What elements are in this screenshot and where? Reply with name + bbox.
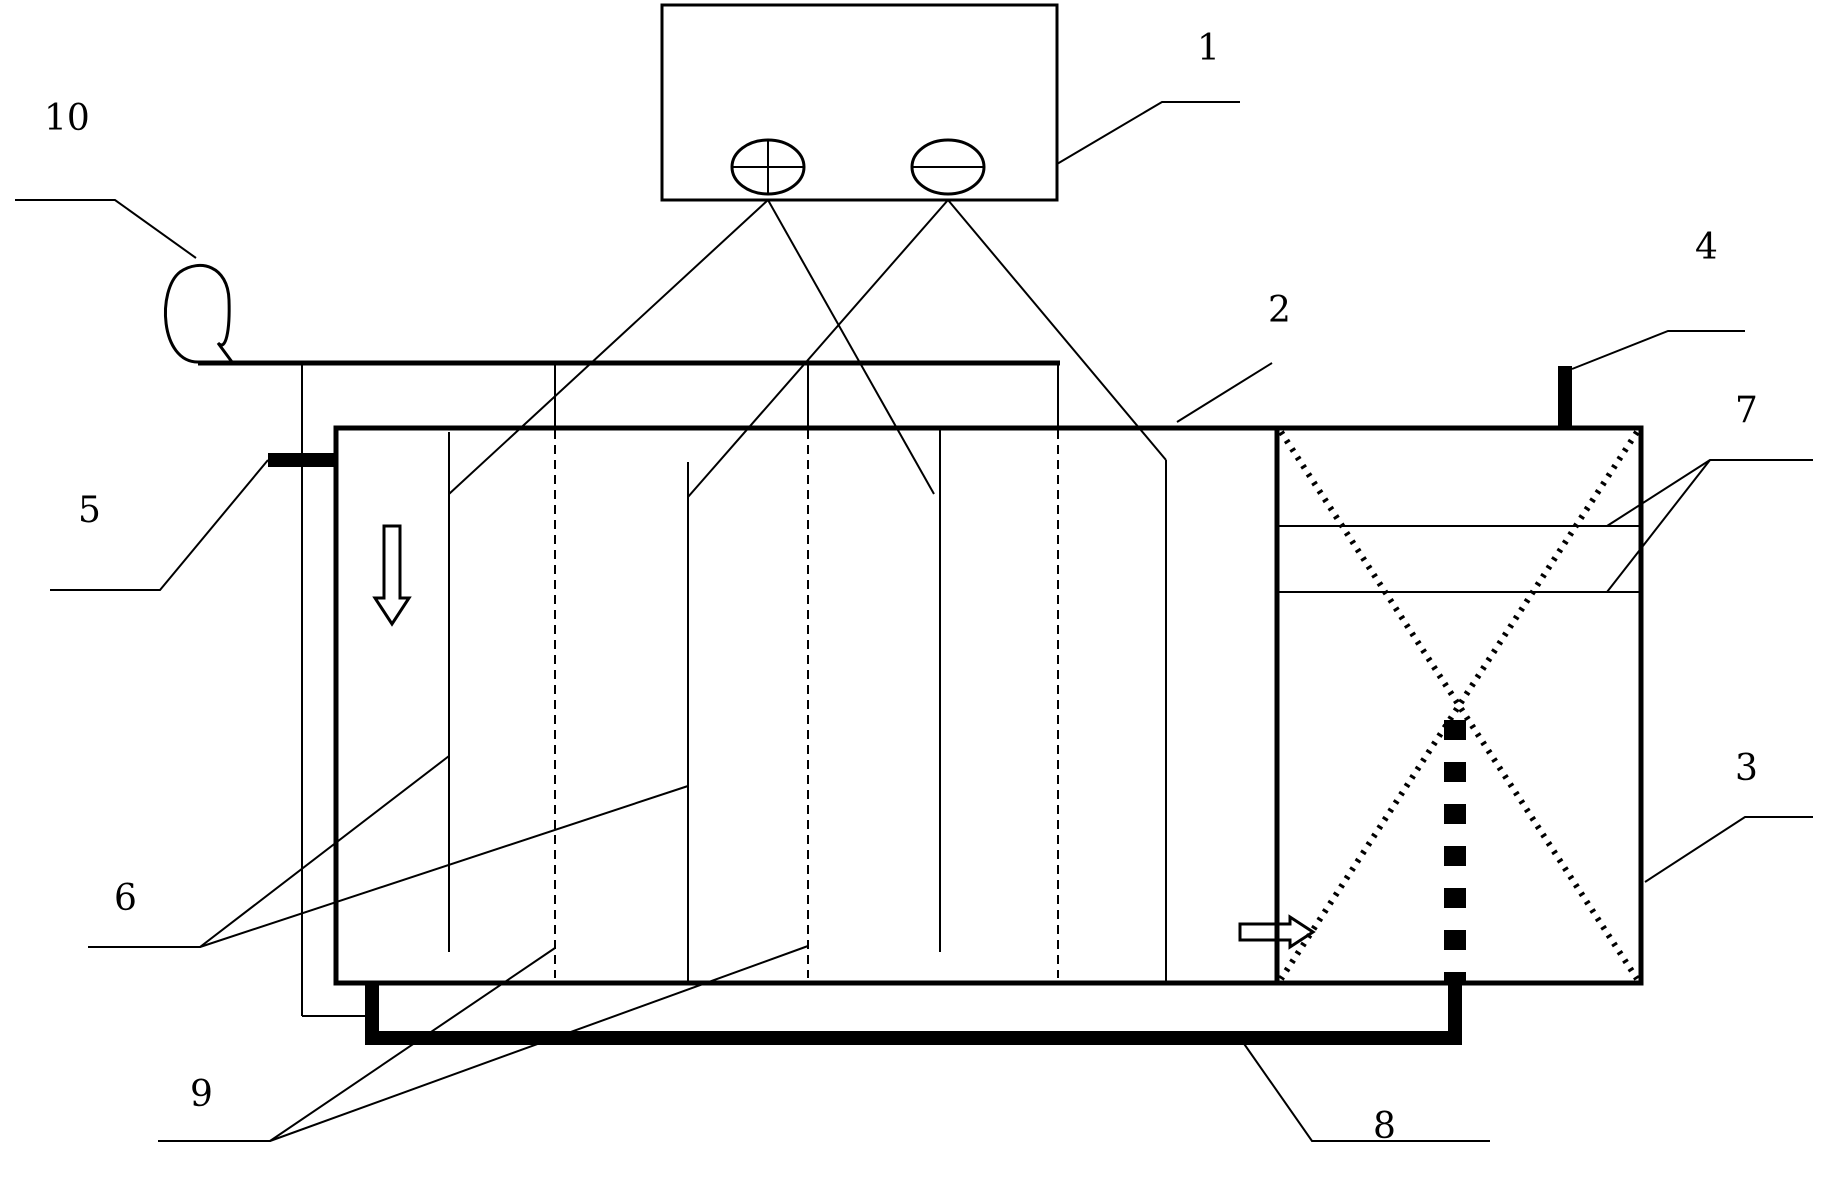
label-6: 6	[114, 878, 137, 919]
down-flow-arrow	[372, 524, 412, 627]
settling-chamber	[1277, 430, 1641, 983]
electrode-plates	[448, 430, 1167, 983]
reactor-tank	[333, 425, 1644, 986]
power-supply	[660, 3, 1059, 202]
label-3: 3	[1735, 748, 1758, 789]
label-5: 5	[78, 490, 101, 531]
label-9: 9	[190, 1074, 213, 1115]
label-1: 1	[1197, 28, 1220, 69]
label-8: 8	[1373, 1106, 1396, 1147]
air-pipe	[198, 360, 1060, 1017]
leader-lines	[15, 101, 1813, 1142]
label-7: 7	[1735, 390, 1758, 431]
return-pipe	[365, 983, 1462, 1045]
aeration-pipes	[554, 430, 1059, 978]
positive-terminal	[730, 138, 806, 196]
label-10: 10	[44, 98, 90, 139]
right-flow-arrow	[1238, 914, 1316, 950]
label-2: 2	[1268, 290, 1291, 331]
electrode-wires	[448, 199, 1167, 498]
air-pump	[163, 263, 235, 364]
label-4: 4	[1695, 227, 1718, 268]
negative-terminal	[910, 138, 986, 196]
